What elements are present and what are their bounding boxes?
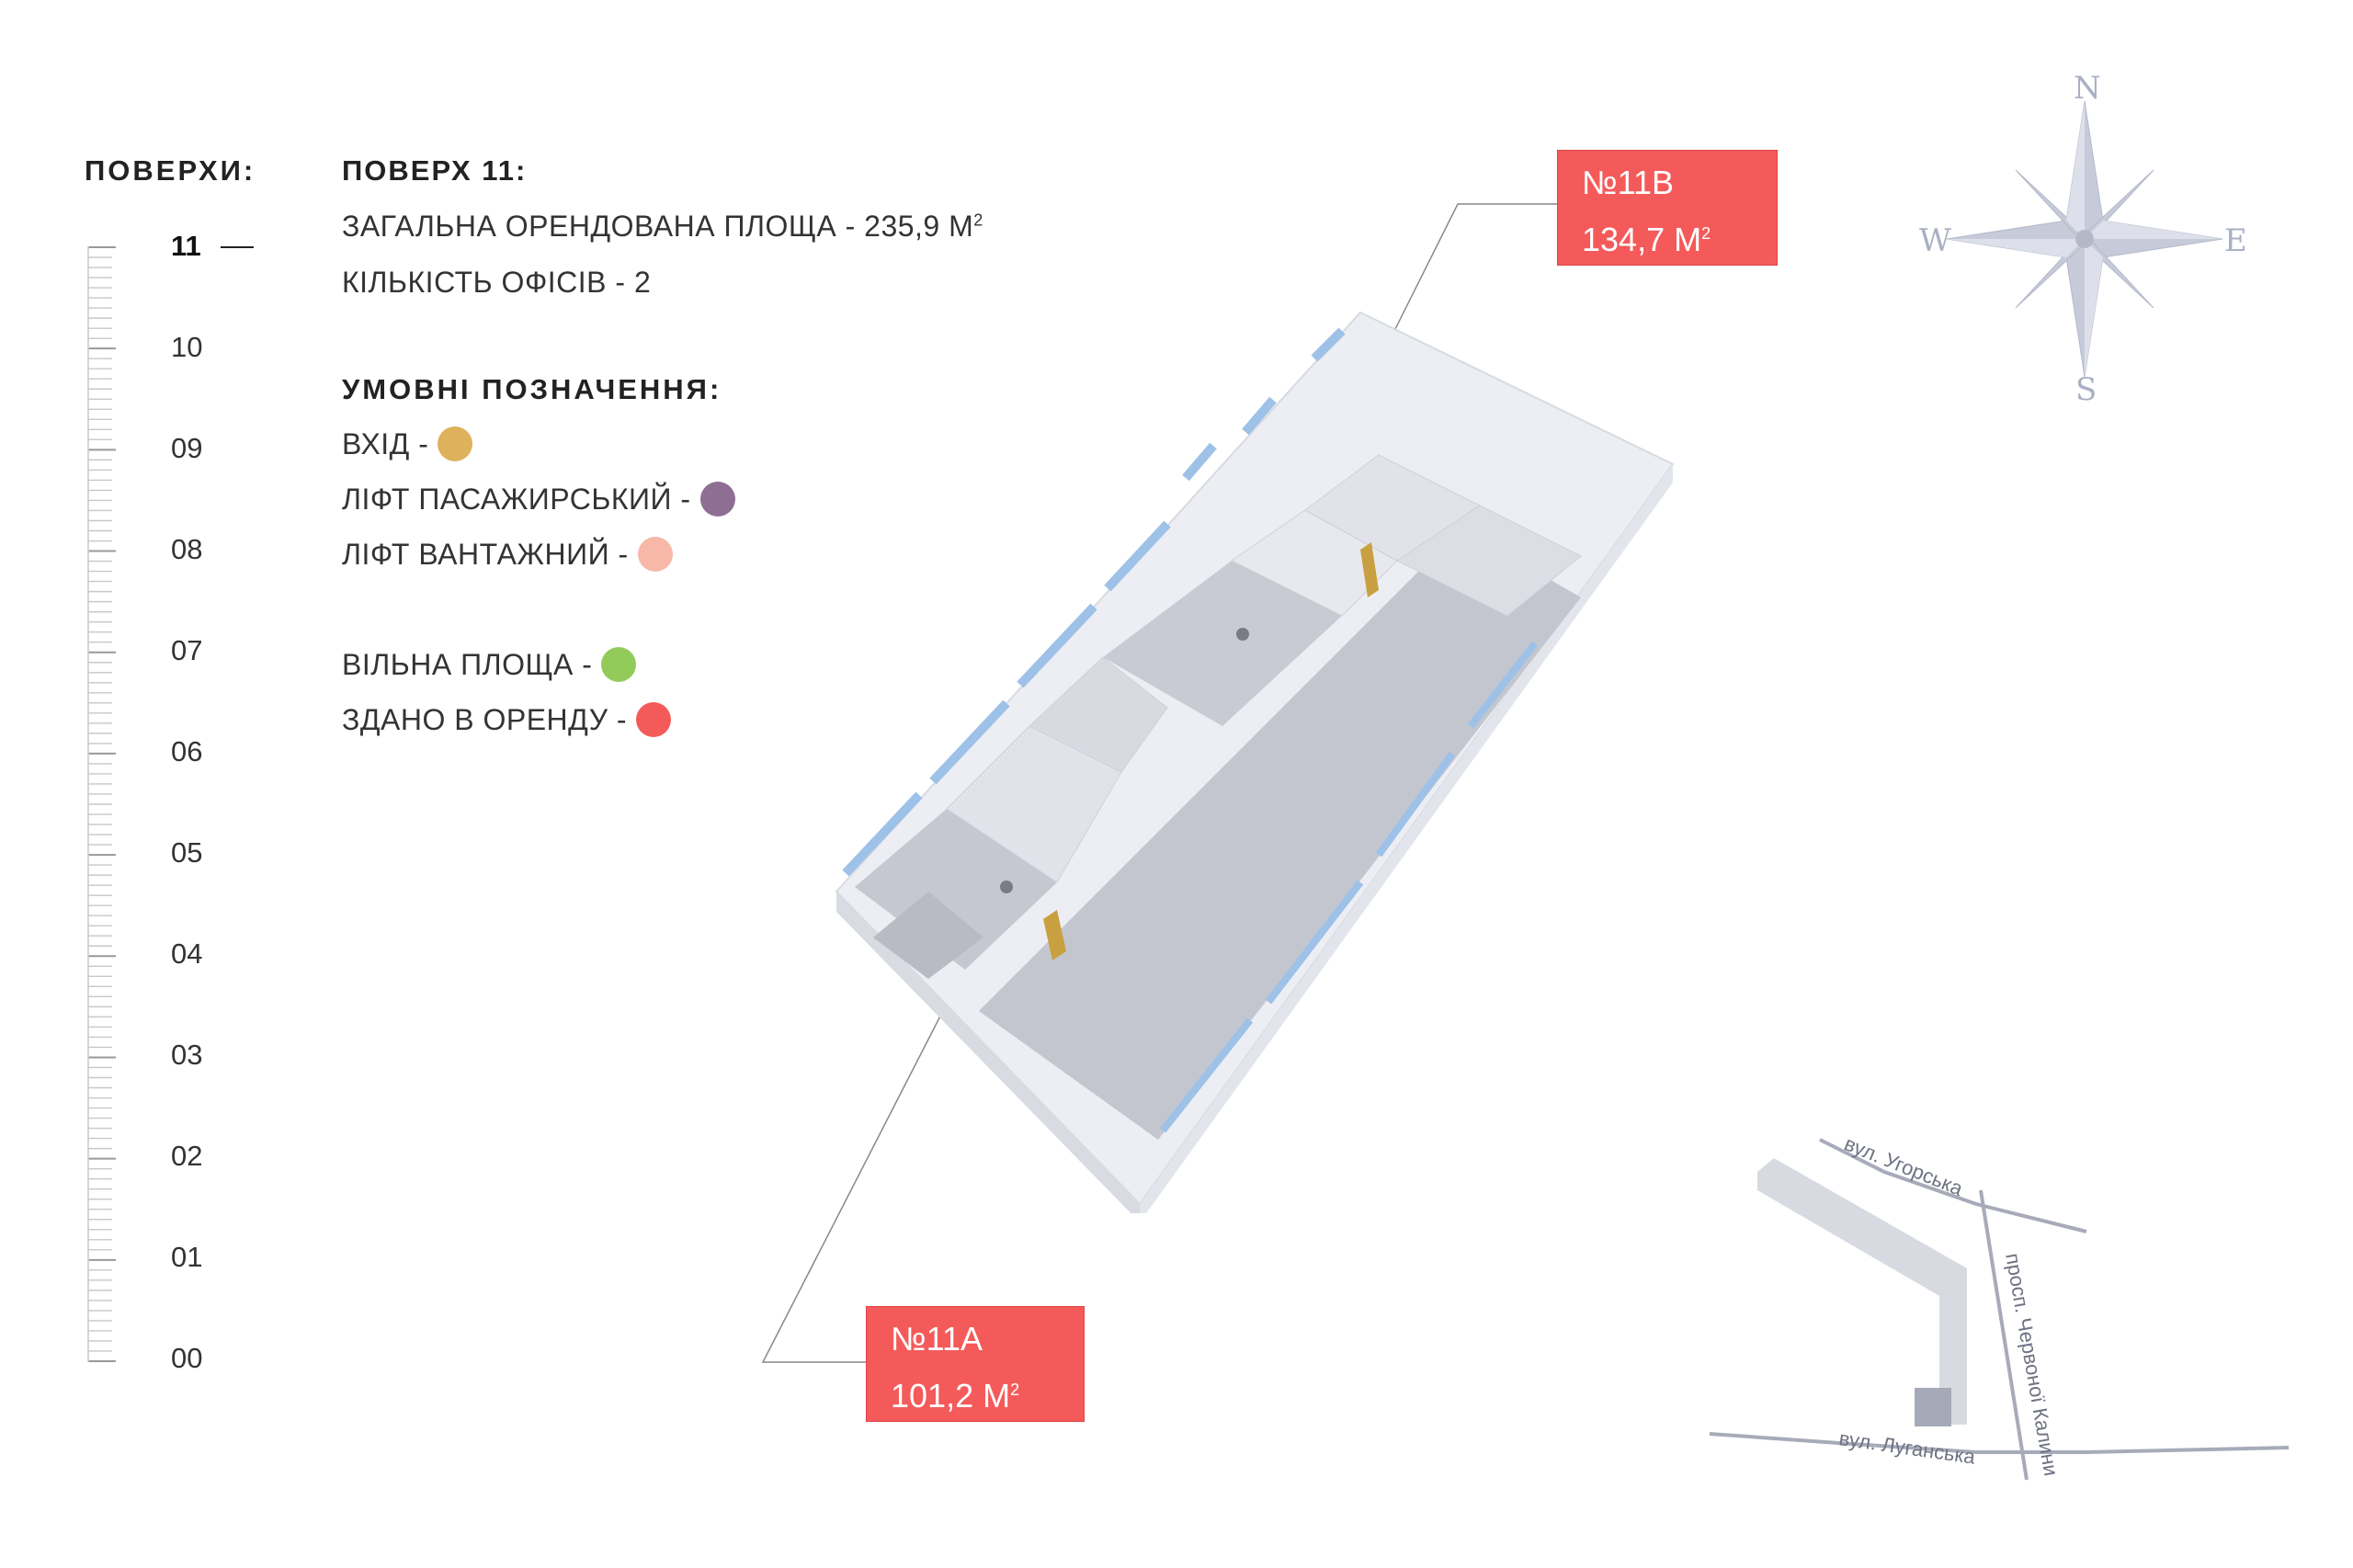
legend-rented: ЗДАНО В ОРЕНДУ - (342, 702, 983, 737)
unit-11b-badge[interactable]: №11В 134,7 М2 (1557, 150, 1778, 266)
entrance-dot-icon (438, 426, 473, 461)
legend-entrance: ВХІД - (342, 426, 983, 461)
floor-item-04[interactable]: 04 (171, 937, 203, 970)
unit-11b-area-sup: 2 (1701, 224, 1711, 243)
unit-11a-name: №11А (891, 1320, 983, 1358)
floor-item-10[interactable]: 10 (171, 331, 203, 363)
unit-11b-area[interactable] (979, 528, 1581, 1140)
legend-entrance-label: ВХІД - (342, 426, 429, 460)
floor-item-05[interactable]: 05 (171, 836, 203, 869)
total-area: ЗАГАЛЬНА ОРЕНДОВАНА ПЛОЩА - 235,9 М2 (342, 210, 983, 244)
floor-item-01[interactable]: 01 (171, 1241, 203, 1273)
legend-passenger-lift-label: ЛІФТ ПАСАЖИРСЬКИЙ - (342, 482, 691, 516)
floor-info: ПОВЕРХ 11: ЗАГАЛЬНА ОРЕНДОВАНА ПЛОЩА - 2… (342, 154, 983, 737)
legend-title: УМОВНІ ПОЗНАЧЕННЯ: (342, 373, 722, 405)
legend-passenger-lift: ЛІФТ ПАСАЖИРСЬКИЙ - (342, 482, 983, 517)
unit-11b-area-text: 134,7 М2 (1582, 221, 1753, 259)
floor-item-09[interactable]: 09 (171, 432, 203, 464)
floor-item-03[interactable]: 03 (171, 1039, 203, 1071)
active-floor-marker (221, 246, 254, 248)
legend-free-area-label: ВІЛЬНА ПЛОЩА - (342, 647, 593, 681)
unit-11b-name: №11В (1582, 164, 1675, 201)
unit-11a-area-text: 101,2 М2 (891, 1377, 1060, 1415)
unit-11b-area-value: 134,7 М (1582, 221, 1702, 258)
location-minimap: вул. Угорська просп. Червоної Калини вул… (1709, 1131, 2290, 1481)
passenger-lift-dot-icon (699, 482, 735, 517)
compass-south: S (2075, 371, 2097, 408)
unit-11b-north-area[interactable] (1103, 561, 1342, 726)
unit-11a-badge[interactable]: №11А 101,2 М2 (866, 1306, 1085, 1422)
compass-rose: N S W E (1919, 70, 2247, 408)
compass-star-icon (1946, 100, 2223, 378)
legend-freight-lift-label: ЛІФТ ВАНТАЖНИЙ - (342, 537, 629, 571)
unit-11a-area-sup: 2 (1010, 1381, 1020, 1399)
street-bottom-label: вул. Луганська (1837, 1426, 1977, 1469)
floor-plan-3d[interactable] (754, 294, 1691, 1213)
entrance-11b[interactable] (1360, 542, 1379, 597)
freight-lift-dot-icon (637, 537, 673, 572)
compass-east: E (2224, 222, 2247, 259)
compass-north: N (2074, 70, 2101, 107)
street-side-label: просп. Червоної Калини (2001, 1252, 2063, 1478)
floor-item-08[interactable]: 08 (171, 533, 203, 565)
rented-dot-icon (636, 702, 672, 737)
compass-west: W (1919, 222, 1951, 259)
floor-title: ПОВЕРХ 11: (342, 154, 528, 187)
floors-title: ПОВЕРХИ: (85, 154, 256, 187)
legend-free-area: ВІЛЬНА ПЛОЩА - (342, 647, 983, 682)
unit-11a-marker[interactable] (1000, 881, 1013, 893)
offices-count: КІЛЬКІСТЬ ОФІСІВ - 2 (342, 266, 652, 299)
total-area-text: ЗАГАЛЬНА ОРЕНДОВАНА ПЛОЩА - 235,9 М (342, 210, 974, 243)
floor-item-00[interactable]: 00 (171, 1342, 203, 1374)
floor-item-06[interactable]: 06 (171, 735, 203, 767)
unit-11b-marker[interactable] (1236, 628, 1249, 641)
floor-item-07[interactable]: 07 (171, 634, 203, 666)
legend-freight-lift: ЛІФТ ВАНТАЖНИЙ - (342, 537, 983, 572)
legend-rented-label: ЗДАНО В ОРЕНДУ - (342, 702, 628, 736)
total-area-unit-sup: 2 (973, 210, 983, 230)
floor-item-02[interactable]: 02 (171, 1140, 203, 1172)
free-area-dot-icon (601, 647, 637, 682)
entrance-11a[interactable] (1043, 910, 1066, 960)
floor-item-11[interactable]: 11 (171, 230, 201, 262)
unit-11a-area-value: 101,2 М (891, 1377, 1011, 1415)
floor-ruler[interactable] (86, 246, 118, 1362)
street-top-label: вул. Угорська (1841, 1131, 1967, 1200)
